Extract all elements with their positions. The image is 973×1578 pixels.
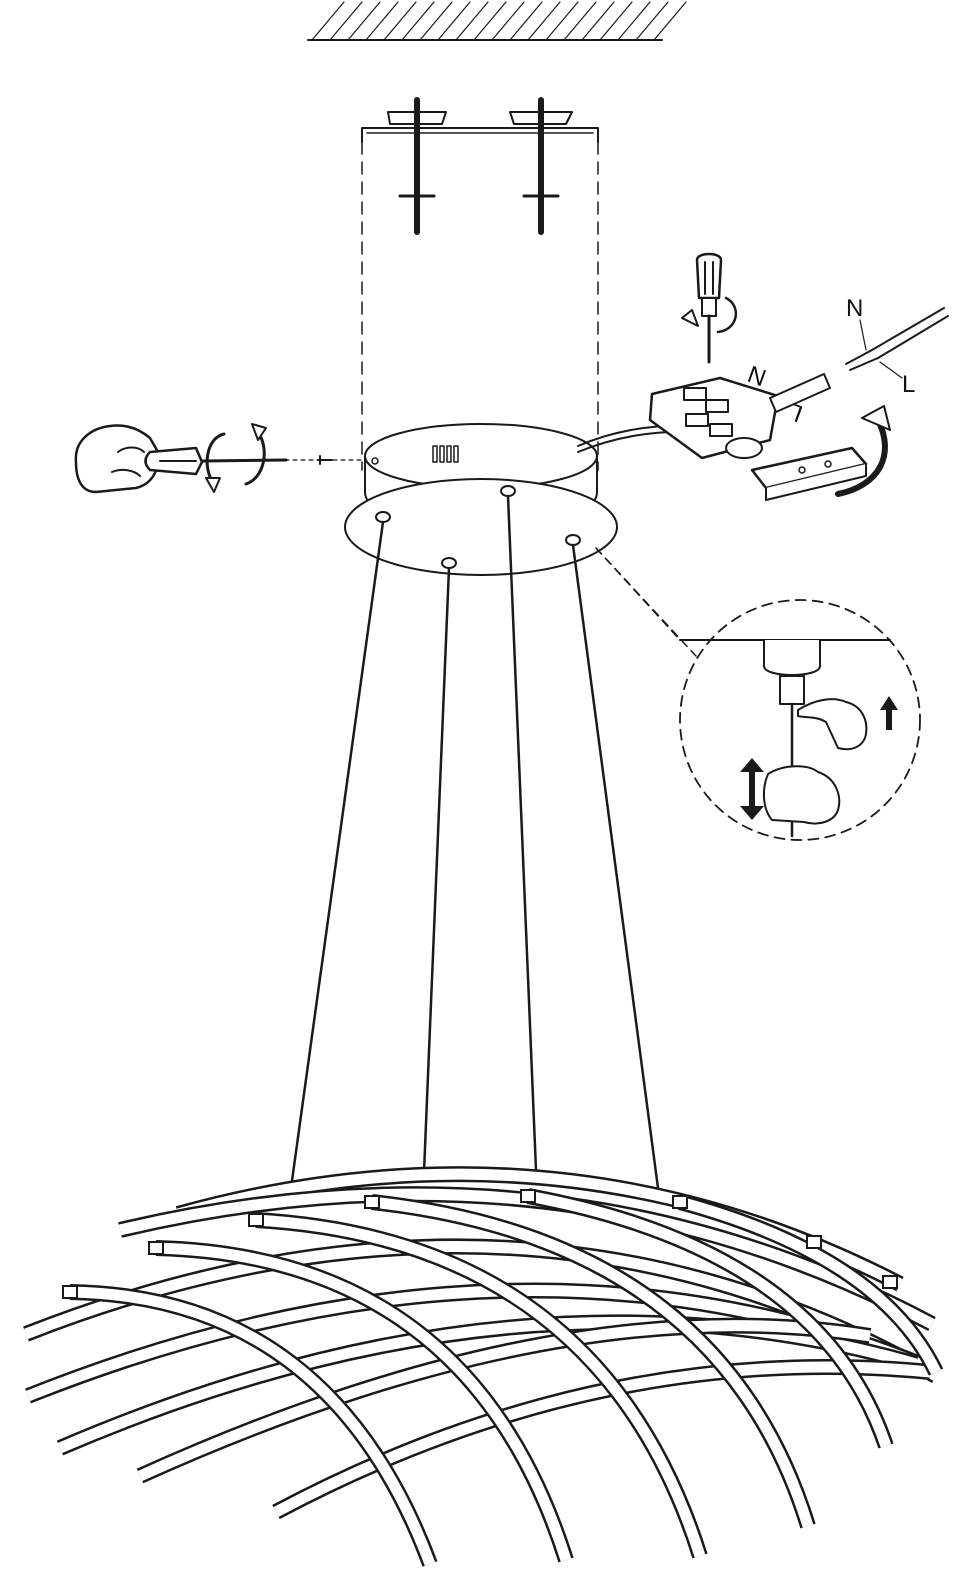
bar-connector [806, 1235, 822, 1249]
led-rib-6 [677, 1194, 944, 1376]
screwdriver-icon [144, 446, 288, 476]
canopy-vent [432, 445, 459, 463]
bar-connector [520, 1189, 536, 1203]
up-down-arrow-icon [740, 758, 764, 820]
bar-connector [672, 1195, 688, 1209]
led-ring-5 [56, 1314, 919, 1456]
suspension-cables [289, 494, 660, 1190]
mounting-screw-left [387, 97, 447, 235]
side-screw-step [74, 423, 363, 494]
hand-icon [762, 765, 841, 825]
mounting-screw-right [509, 97, 573, 235]
terminal-block [648, 376, 780, 460]
rotate-arrow-icon [205, 423, 267, 493]
hand-icon [797, 698, 868, 751]
up-arrow-icon [880, 696, 898, 730]
led-ring-6 [136, 1317, 872, 1484]
led-ring-7 [272, 1358, 931, 1520]
canopy [344, 423, 618, 576]
led-rib-3 [255, 1212, 708, 1559]
wire-label-l: L [902, 371, 915, 398]
bar-connector [148, 1241, 164, 1255]
led-rib-5 [526, 1188, 894, 1449]
screwdriver-icon [681, 252, 738, 364]
cable-adjust-detail [595, 547, 921, 841]
power-wires [845, 307, 949, 379]
led-rib-2 [155, 1240, 574, 1563]
terminal-label-n: N [744, 360, 770, 391]
cable-grips [375, 485, 581, 569]
rotate-arrow-icon [835, 405, 891, 497]
led-rib-4 [371, 1194, 816, 1529]
led-rib-1 [69, 1284, 438, 1567]
mounting-clip [750, 446, 868, 501]
bar-connector [882, 1275, 898, 1289]
bar-connector [62, 1285, 78, 1299]
terminal-block-step: N L [577, 252, 949, 501]
bar-connector [248, 1213, 264, 1227]
ceiling-bracket [361, 97, 599, 471]
chandelier-fixture [23, 1166, 944, 1567]
hand-icon [74, 424, 160, 494]
bar-connector [364, 1195, 380, 1209]
ceiling-hatch-icon [307, 1, 687, 41]
small-screw-icon [317, 455, 333, 465]
wire-label-n: N [846, 295, 863, 322]
